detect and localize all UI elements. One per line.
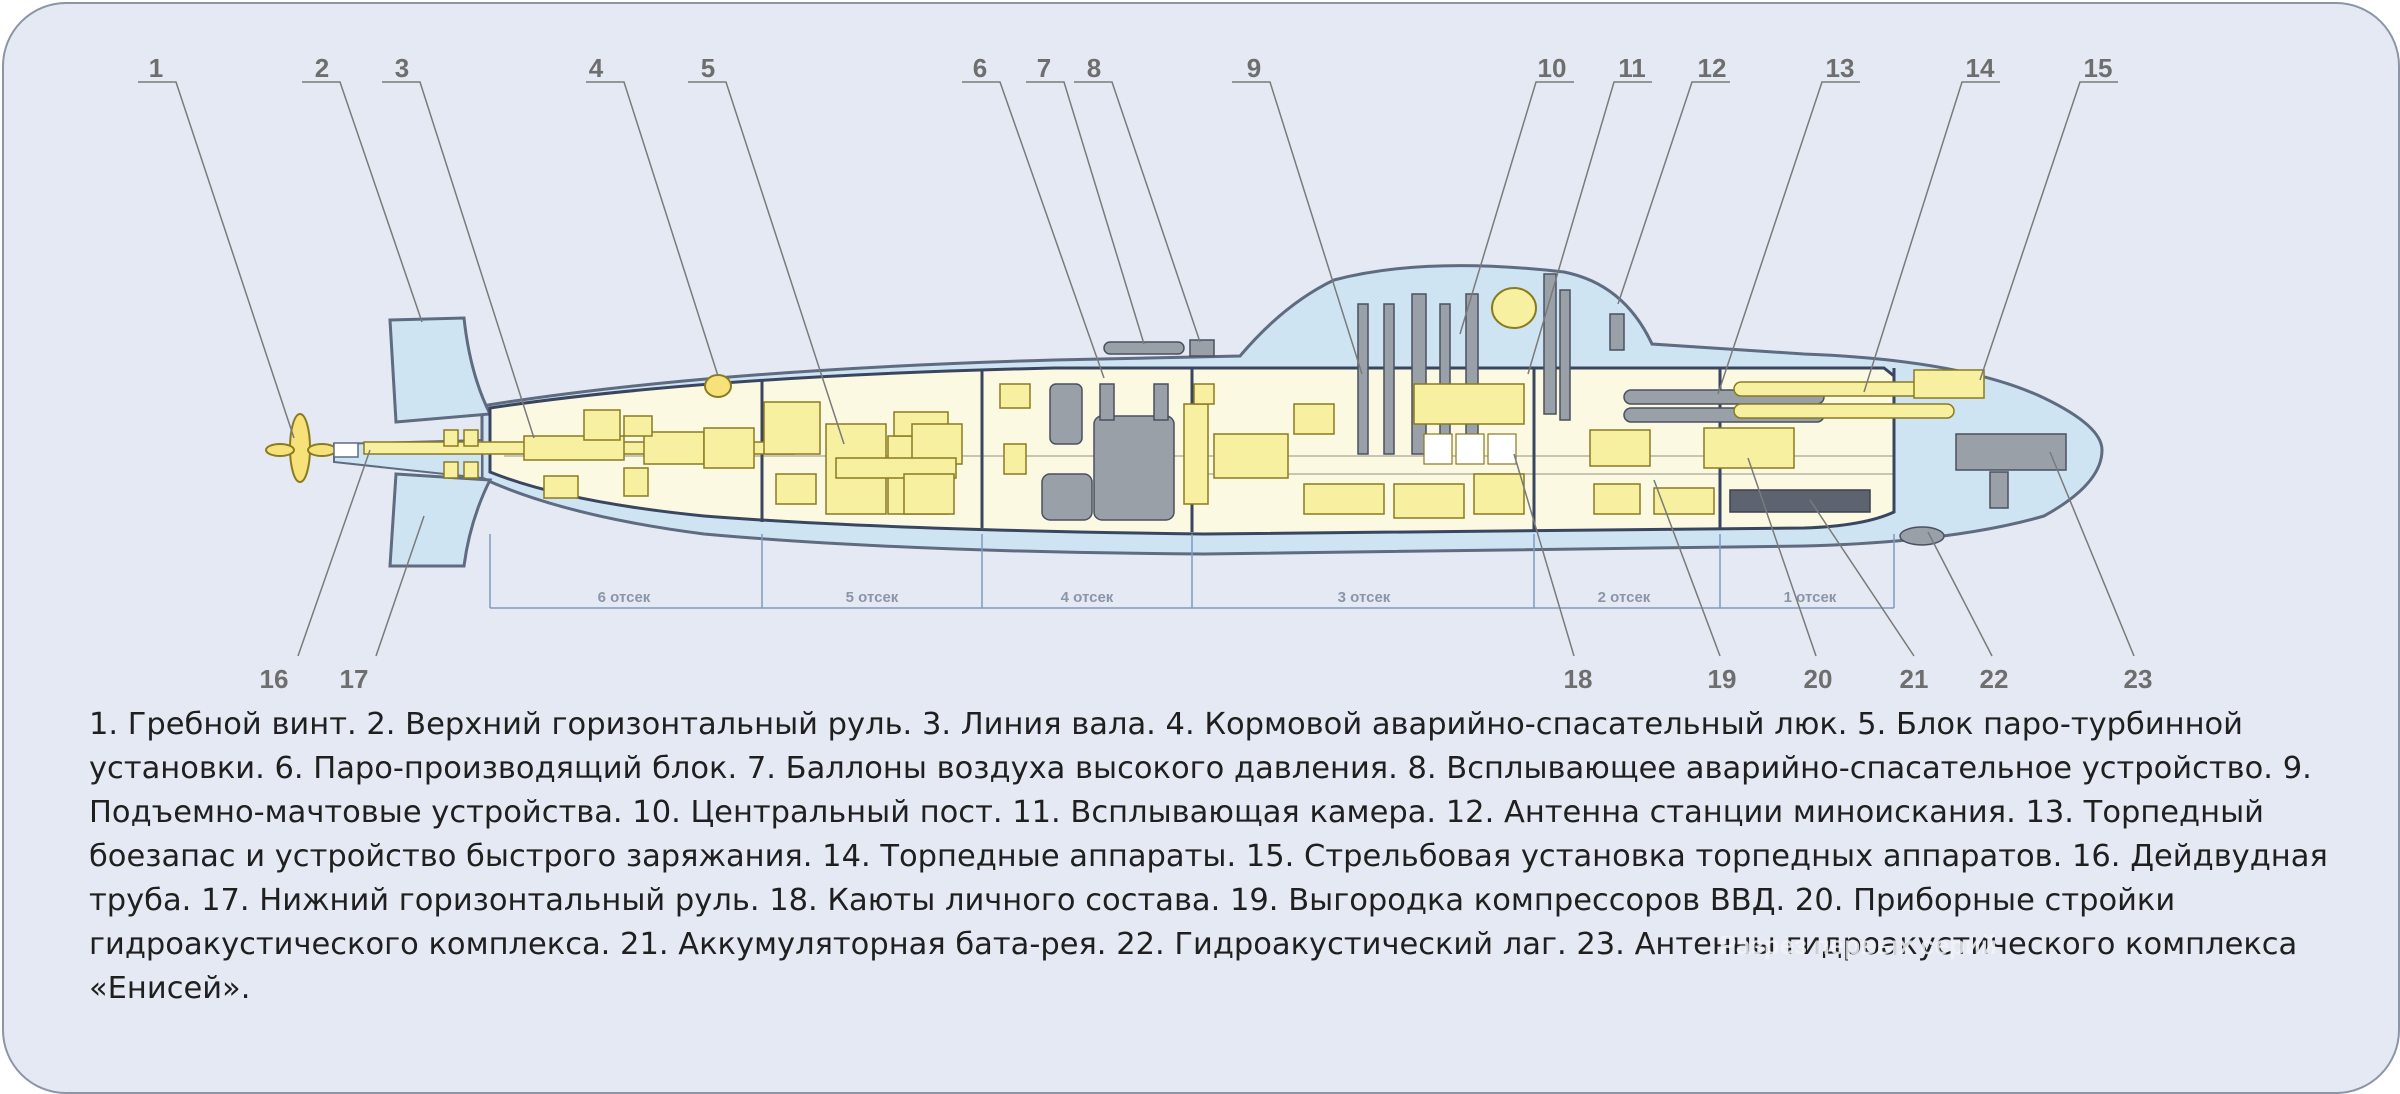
callout-8: 8 bbox=[1087, 53, 1101, 83]
callout-14: 14 bbox=[1966, 53, 1995, 83]
compartment-6-label: 6 отсек bbox=[598, 589, 651, 606]
sonar-log bbox=[1899, 526, 1945, 546]
propeller bbox=[265, 413, 359, 483]
stern-escape-hatch bbox=[704, 374, 732, 398]
compartment-1-label: 1 отсек bbox=[1784, 589, 1837, 606]
compartment-4-label: 4 отсек bbox=[1061, 589, 1114, 606]
callout-16: 16 bbox=[260, 664, 289, 694]
callout-17: 17 bbox=[340, 664, 369, 694]
callout-6: 6 bbox=[973, 53, 987, 83]
central-post bbox=[1213, 383, 1525, 519]
callout-4: 4 bbox=[589, 53, 604, 83]
bow-equipment bbox=[1989, 471, 2009, 509]
turbine-block bbox=[763, 401, 963, 515]
escape-chamber bbox=[1491, 287, 1537, 329]
compartment-3-label: 3 отсек bbox=[1338, 589, 1391, 606]
compartment-2-label: 2 отсек bbox=[1598, 589, 1651, 606]
torpedo-tubes bbox=[1733, 381, 1955, 419]
callout-9: 9 bbox=[1247, 53, 1261, 83]
legend-caption: 1. Гребной винт. 2. Верхний горизонтальн… bbox=[89, 707, 2328, 1006]
battery bbox=[1729, 489, 1871, 513]
callout-11: 11 bbox=[1618, 53, 1646, 83]
reactor-aux bbox=[999, 383, 1215, 505]
compartment-5-label: 5 отсек bbox=[846, 589, 899, 606]
rescue-device bbox=[1189, 339, 1215, 357]
callout-19: 19 bbox=[1708, 664, 1737, 694]
sonar-racks bbox=[1589, 427, 1795, 469]
crew-cabins bbox=[1423, 433, 1517, 465]
callout-7: 7 bbox=[1037, 53, 1051, 83]
submarine-cutaway: 6 отсек 5 отсек 4 отсек 3 отсек 2 отсек … bbox=[138, 53, 2153, 694]
sonar-antenna bbox=[1955, 433, 2067, 471]
callout-15: 15 bbox=[2084, 53, 2113, 83]
callout-3: 3 bbox=[395, 53, 409, 83]
compressor-enclosure bbox=[1593, 483, 1715, 515]
callout-21: 21 bbox=[1900, 664, 1929, 694]
reactor-block bbox=[1041, 383, 1175, 521]
callout-10: 10 bbox=[1538, 53, 1567, 83]
callout-1: 1 bbox=[149, 53, 163, 83]
watermark: Разрез первых серий bbox=[1719, 930, 1997, 960]
torpedo-fire-control bbox=[1913, 369, 1985, 399]
callout-18: 18 bbox=[1564, 664, 1593, 694]
callout-23: 23 bbox=[2124, 664, 2153, 694]
shaft-bearings bbox=[443, 409, 653, 499]
callout-20: 20 bbox=[1804, 664, 1833, 694]
callout-13: 13 bbox=[1826, 53, 1855, 83]
compartment-bracket bbox=[489, 534, 1895, 609]
leader-lines bbox=[138, 81, 2135, 657]
mine-detection-antenna bbox=[1609, 313, 1625, 351]
lower-rudder bbox=[388, 472, 493, 568]
callout-12: 12 bbox=[1698, 53, 1727, 83]
callout-22: 22 bbox=[1980, 664, 2009, 694]
callout-5: 5 bbox=[701, 53, 715, 83]
upper-rudder bbox=[388, 316, 493, 424]
callout-2: 2 bbox=[315, 53, 329, 83]
